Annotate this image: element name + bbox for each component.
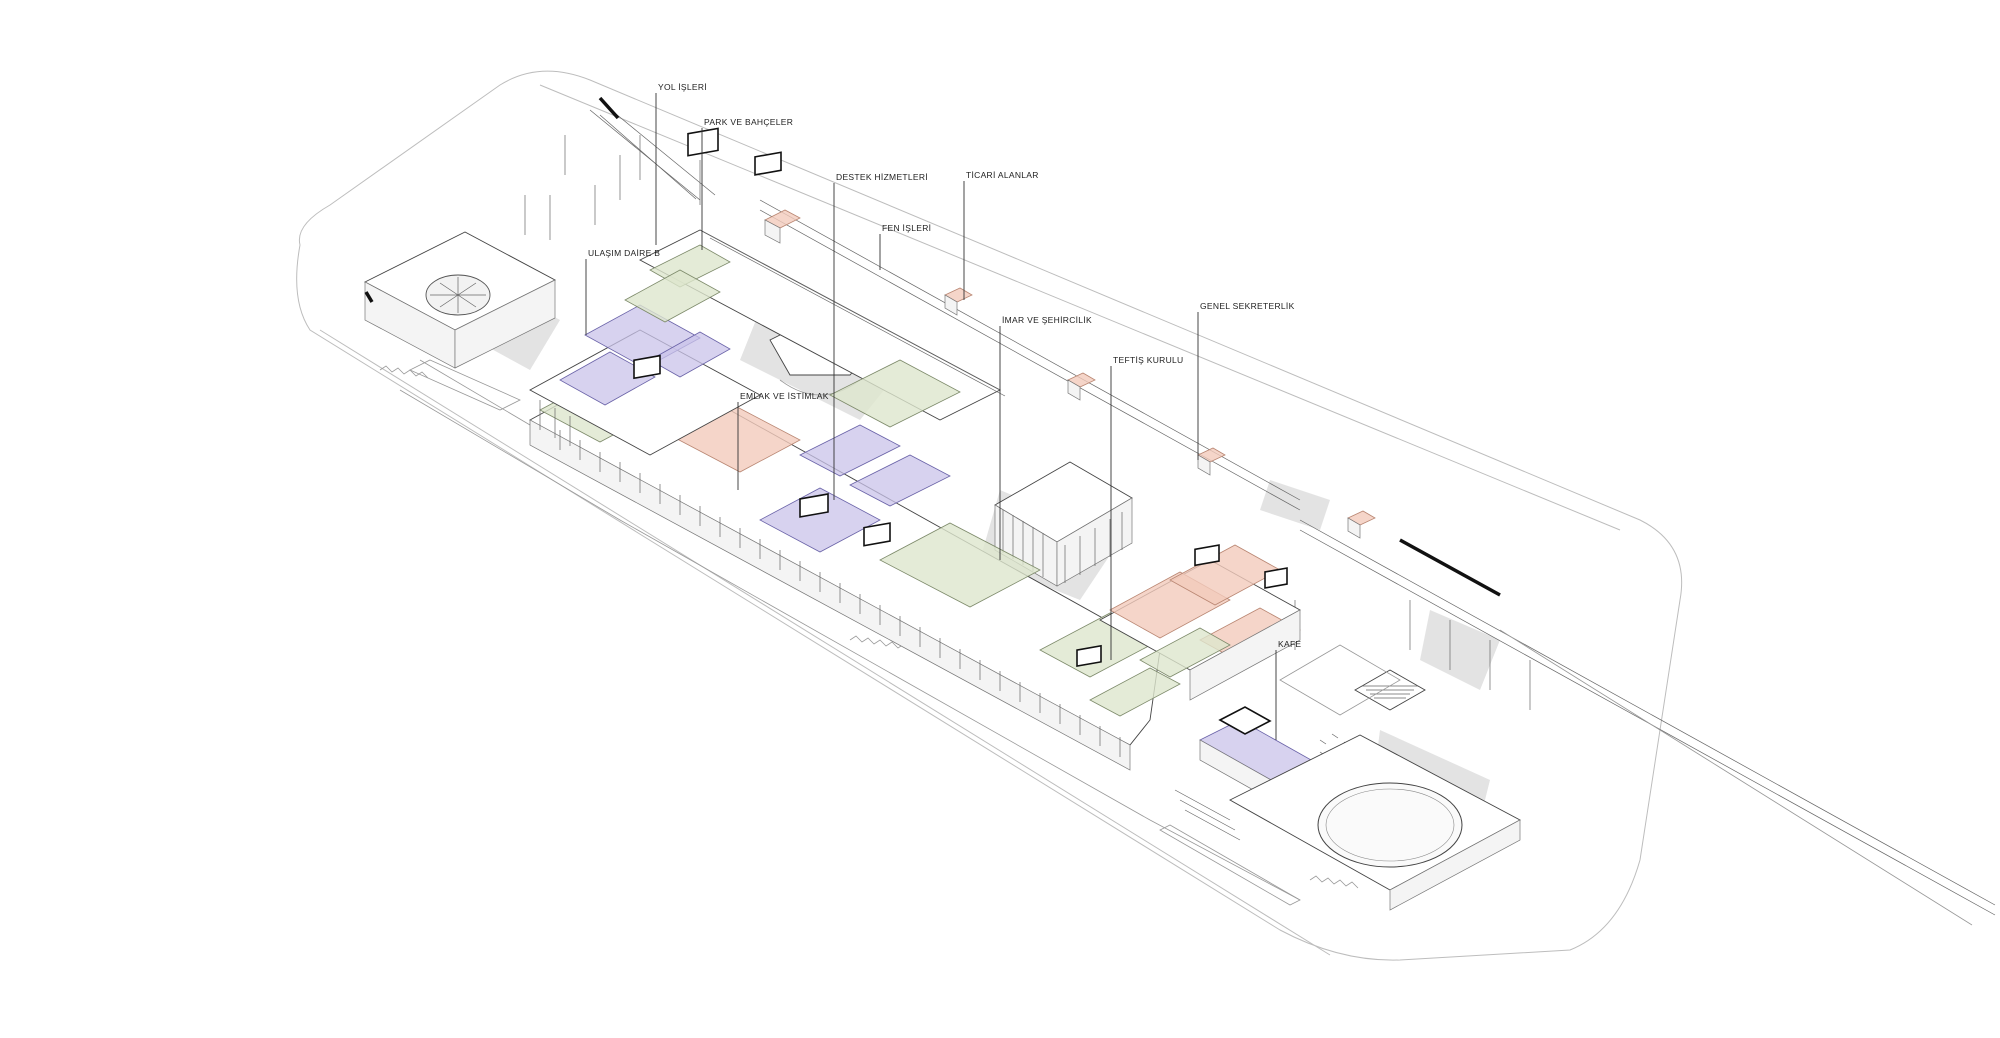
east-connector-spine: [759, 199, 1996, 926]
round-pavilion: [1159, 734, 1521, 911]
label-fen-isleri: FEN İŞLERİ: [882, 223, 931, 233]
label-teftis-kurulu: TEFTİŞ KURULU: [1113, 355, 1184, 365]
circulation-cores: [633, 127, 1288, 668]
upper-bridge: [589, 96, 716, 201]
label-imar-ve-sehircilik: İMAR VE ŞEHİRCİLİK: [1002, 315, 1092, 325]
label-yol-isleri: YOL İŞLERİ: [658, 82, 707, 92]
label-genel-sekreterlik: GENEL SEKRETERLİK: [1200, 301, 1295, 311]
label-leaders: [585, 93, 1277, 740]
label-kafe: KAFE: [1278, 639, 1301, 649]
main-office-wing-north: [639, 229, 1006, 507]
programme-labels: YOL İŞLERİ PARK VE BAHÇELER DESTEK HİZME…: [588, 82, 1301, 649]
central-cube-building: [994, 461, 1133, 587]
label-destek-hizmetleri: DESTEK HİZMETLERİ: [836, 172, 928, 182]
main-office-wing-east: [1099, 544, 1301, 701]
label-emlak-ve-istimlak: EMLAK VE İSTİMLAK: [740, 391, 829, 401]
left-pavilion: [364, 231, 556, 411]
main-office-wing-west: [529, 269, 761, 456]
amphitheatre-steps: [1279, 644, 1426, 716]
label-park-ve-bahceler: PARK VE BAHÇELER: [704, 117, 793, 127]
commercial-kiosks: [764, 209, 1376, 539]
label-ticari-alanlar: TİCARİ ALANLAR: [966, 170, 1039, 180]
label-ulasim-daire-b: ULAŞIM DAİRE B: [588, 248, 660, 258]
